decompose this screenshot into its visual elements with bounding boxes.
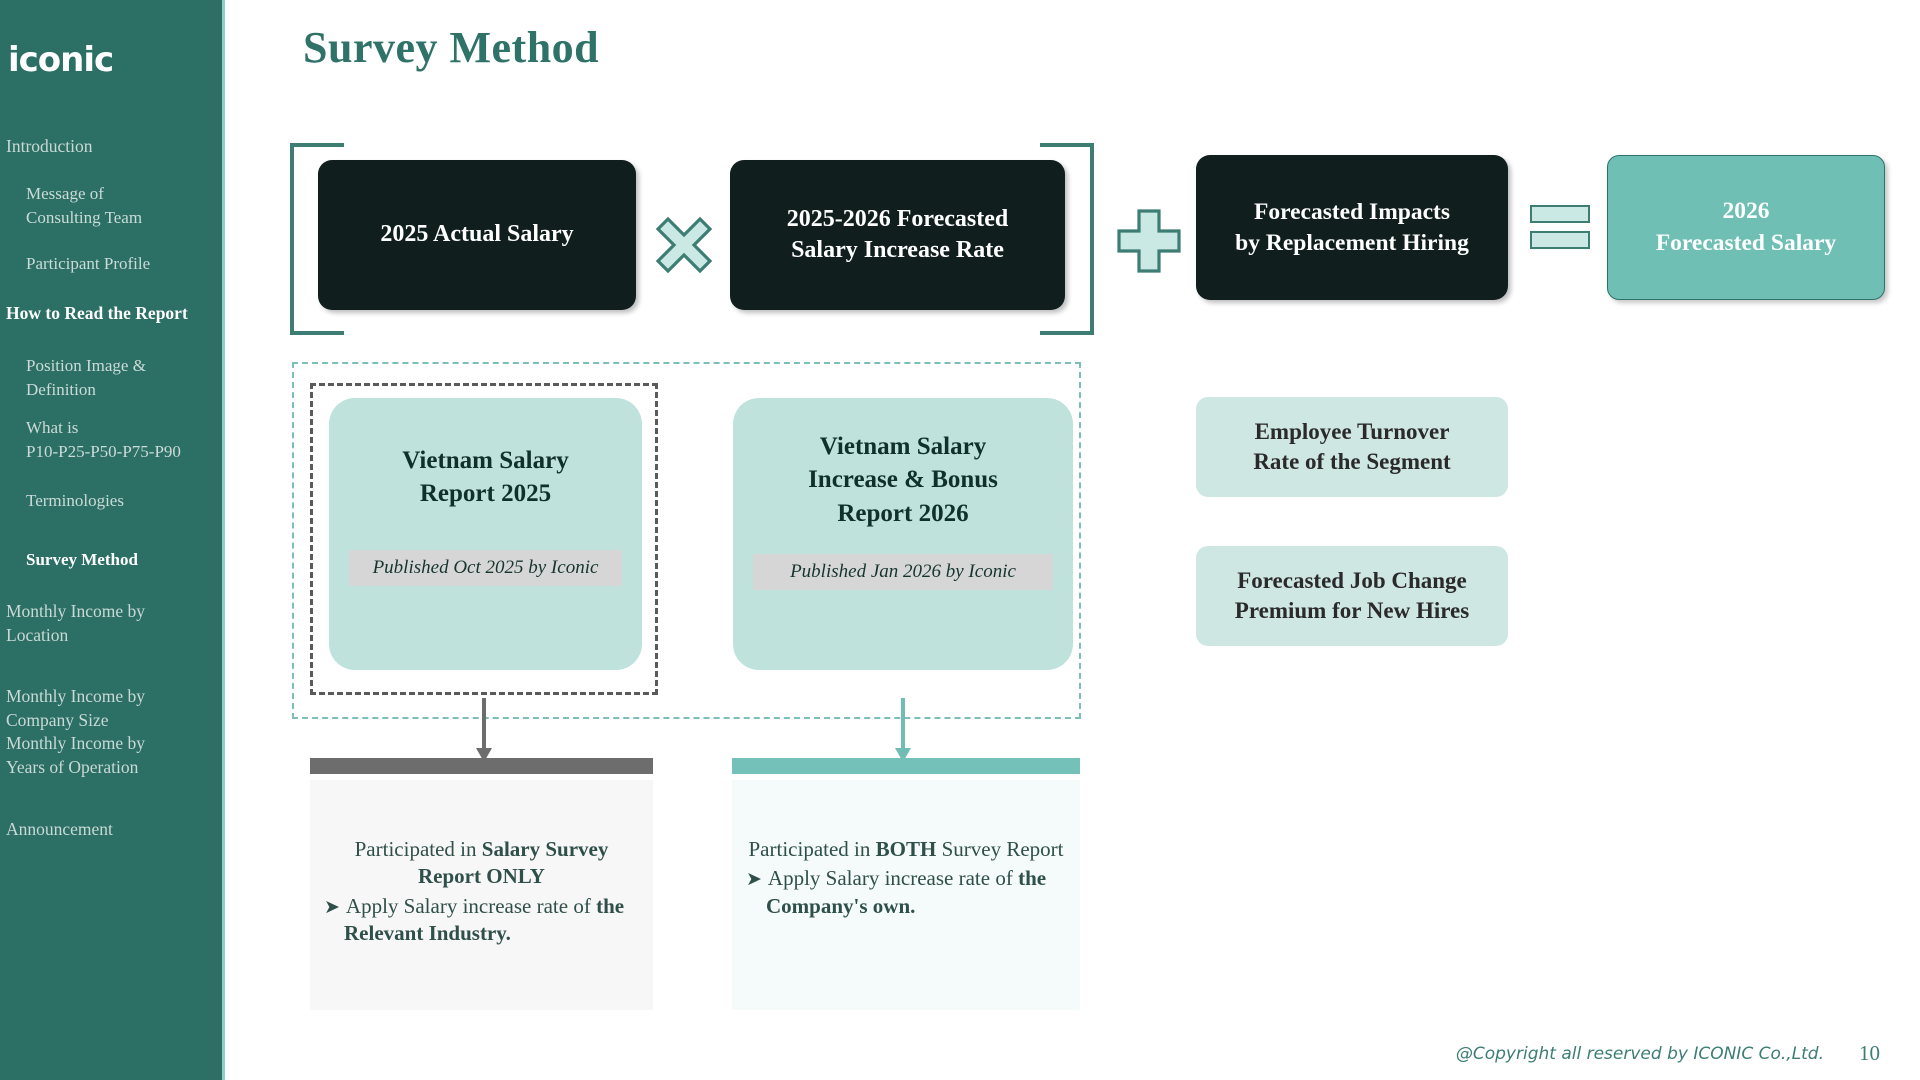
outcome-panel-both-surveys: Participated in BOTH Survey Report ➤Appl… [732,780,1080,1010]
outcome-right-line1-post: Survey Report [936,837,1064,861]
sidebar-item-survey-method[interactable]: Survey Method [26,548,221,572]
sidebar-item-terminologies[interactable]: Terminologies [26,489,221,513]
sidebar-item-label: P10-P25-P50-P75-P90 [26,442,181,461]
sidebar-item-label: What is [26,418,79,437]
sidebar-item-label: Monthly Income by [6,733,146,753]
bracket-left-icon [290,143,344,335]
outcome-right-bullet-pre: Apply Salary increase rate of [767,866,1019,891]
sidebar-item-position-image-definition[interactable]: Position Image & Definition [26,354,221,402]
sidebar-item-label: Position Image & [26,356,146,375]
times-icon [644,205,724,285]
sidebar-item-label: Introduction [6,136,93,156]
sidebar-item-what-is-p10-p25-p50-p75-p90[interactable]: What is P10-P25-P50-P75-P90 [26,416,221,464]
chevron-right-icon: ➤ [746,869,762,891]
bracket-right-icon [1040,143,1094,335]
footer-page-number: 10 [1859,1041,1880,1065]
outcome-left-bullet: ➤Apply Salary increase rate of the Relev… [324,893,639,948]
outcome-right-line1-pre: Participated in [748,837,876,861]
outcome-left-line1-bold: Salary Survey Report ONLY [418,837,609,889]
sidebar-item-label: Monthly Income by [6,686,146,706]
reports-group-outline [292,362,1081,719]
plus-icon [1113,205,1185,277]
arrow-shaft [482,698,486,750]
equals-bar-bottom [1530,231,1590,249]
equals-bar-top [1530,205,1590,223]
sidebar-item-label: How to Read the Report [6,303,188,323]
sidebar-item-monthly-income-by-location[interactable]: Monthly Income by Location [6,599,221,647]
outcome-left-topbar [310,758,653,774]
sidebar-item-label: Participant Profile [26,254,151,273]
outcome-right-line1-bold: BOTH [875,837,937,861]
chevron-right-icon: ➤ [324,896,340,918]
report-card-2025-published: Published Oct 2025 by Iconic [349,550,622,586]
outcome-panel-salary-survey-only: Participated in Salary Survey Report ONL… [310,780,653,1010]
outcome-right-bullet: ➤Apply Salary increase rate of the Compa… [746,865,1066,920]
sidebar-item-label: Survey Method [26,550,138,569]
box-actual-salary[interactable]: 2025 Actual Salary [318,160,636,310]
sidebar-item-label: Monthly Income by [6,601,146,621]
outcome-right-bullet-bold: the Company's own. [766,866,1047,918]
brand-logo: iconic [8,40,114,80]
outcome-left-text: Participated in Salary Survey Report ONL… [324,836,639,948]
equals-icon [1530,205,1590,251]
sidebar-item-label: Message of [26,184,104,203]
footer-copyright: @Copyright all reserved by ICONIC Co.,Lt… [1455,1044,1824,1064]
outcome-left-bullet-pre: Apply Salary increase rate of [345,893,597,918]
outcome-right-text: Participated in BOTH Survey Report ➤Appl… [746,836,1066,920]
sidebar-item-label: Consulting Team [26,208,143,227]
outcome-right-topbar [732,758,1080,774]
sidebar-item-monthly-income-by-years-of-operation[interactable]: Monthly Income by Years of Operation [6,731,221,779]
sidebar-item-how-to-read-the-report[interactable]: How to Read the Report [6,301,221,325]
report-2025-outline [310,383,658,695]
sidebar-item-label: Terminologies [26,491,124,510]
sidebar-item-message-of-consulting-team[interactable]: Message of Consulting Team [26,182,221,230]
arrow-shaft [901,698,905,750]
sidebar-item-label: Announcement [6,819,113,839]
sidebar-item-label: Years of Operation [6,757,139,777]
sidebar-item-monthly-income-by-company-size[interactable]: Monthly Income by Company Size [6,684,221,732]
sidebar-item-participant-profile[interactable]: Participant Profile [26,252,221,276]
sidebar-item-label: Definition [26,380,96,399]
sidebar-item-introduction[interactable]: Introduction [6,134,221,158]
report-card-2026-published: Published Jan 2026 by Iconic [753,554,1053,590]
box-actual-salary-label: 2025 Actual Salary [380,221,574,248]
page-title: Survey Method [303,23,600,72]
outcome-left-line1-pre: Participated in [354,837,482,861]
outcome-left-bullet-bold: the Relevant Industry. [344,893,625,946]
sidebar-item-label: Location [6,625,69,645]
sidebar-item-label: Company Size [6,710,109,730]
sidebar-item-announcement[interactable]: Announcement [6,817,221,841]
